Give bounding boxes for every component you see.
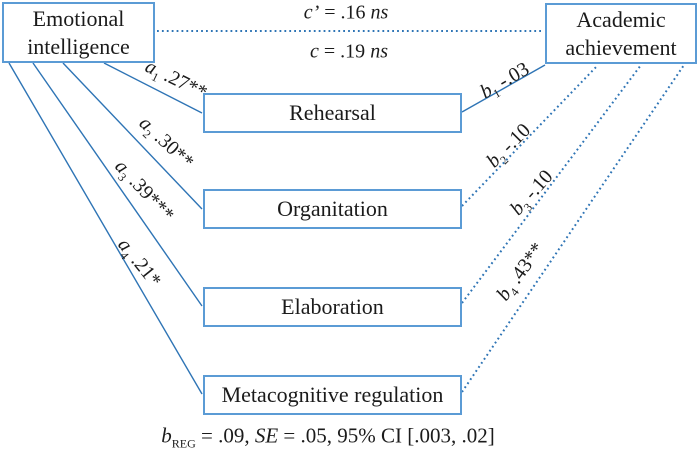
c-prime-ns: ns (370, 1, 389, 24)
path-b2-line (461, 64, 599, 207)
node-emotional-intelligence: Emotional intelligence (2, 2, 155, 63)
path-b4-line (461, 64, 685, 393)
path-b1-line (461, 64, 546, 113)
label-c-prime: c’ = .16 ns (304, 2, 389, 25)
node-mediator-elaboration: Elaboration (203, 287, 462, 327)
c-prime-symbol: c’ (303, 1, 320, 24)
c-ns: ns (370, 40, 388, 63)
note-mid-text: = .09, (195, 423, 255, 448)
c-value: = .19 (318, 40, 371, 63)
path-a4-line (8, 62, 203, 395)
node-mediator-rehearsal: Rehearsal (203, 93, 462, 133)
note-rest-text: = .05, 95% CI [.003, .02] (278, 423, 495, 448)
path-b3-line (461, 64, 642, 304)
node-mediator-metacognitive-regulation: Metacognitive regulation (203, 375, 462, 415)
note-b-subscript: REG (171, 436, 196, 451)
note-se-symbol: SE (254, 423, 279, 448)
path-a3-line (32, 62, 203, 307)
note-b-symbol: b (161, 423, 172, 448)
node-academic-achievement: Academic achievement (545, 3, 697, 64)
label-c-total: c = .19 ns (310, 41, 388, 64)
c-symbol: c (310, 40, 319, 63)
node-mediator-organitation: Organitation (203, 189, 462, 229)
path-a1-line (103, 62, 203, 114)
note-indirect-effect: bREG = .09, SE = .05, 95% CI [.003, .02] (161, 423, 495, 451)
path-a2-line (62, 62, 203, 210)
c-prime-value: = .16 (319, 1, 371, 24)
